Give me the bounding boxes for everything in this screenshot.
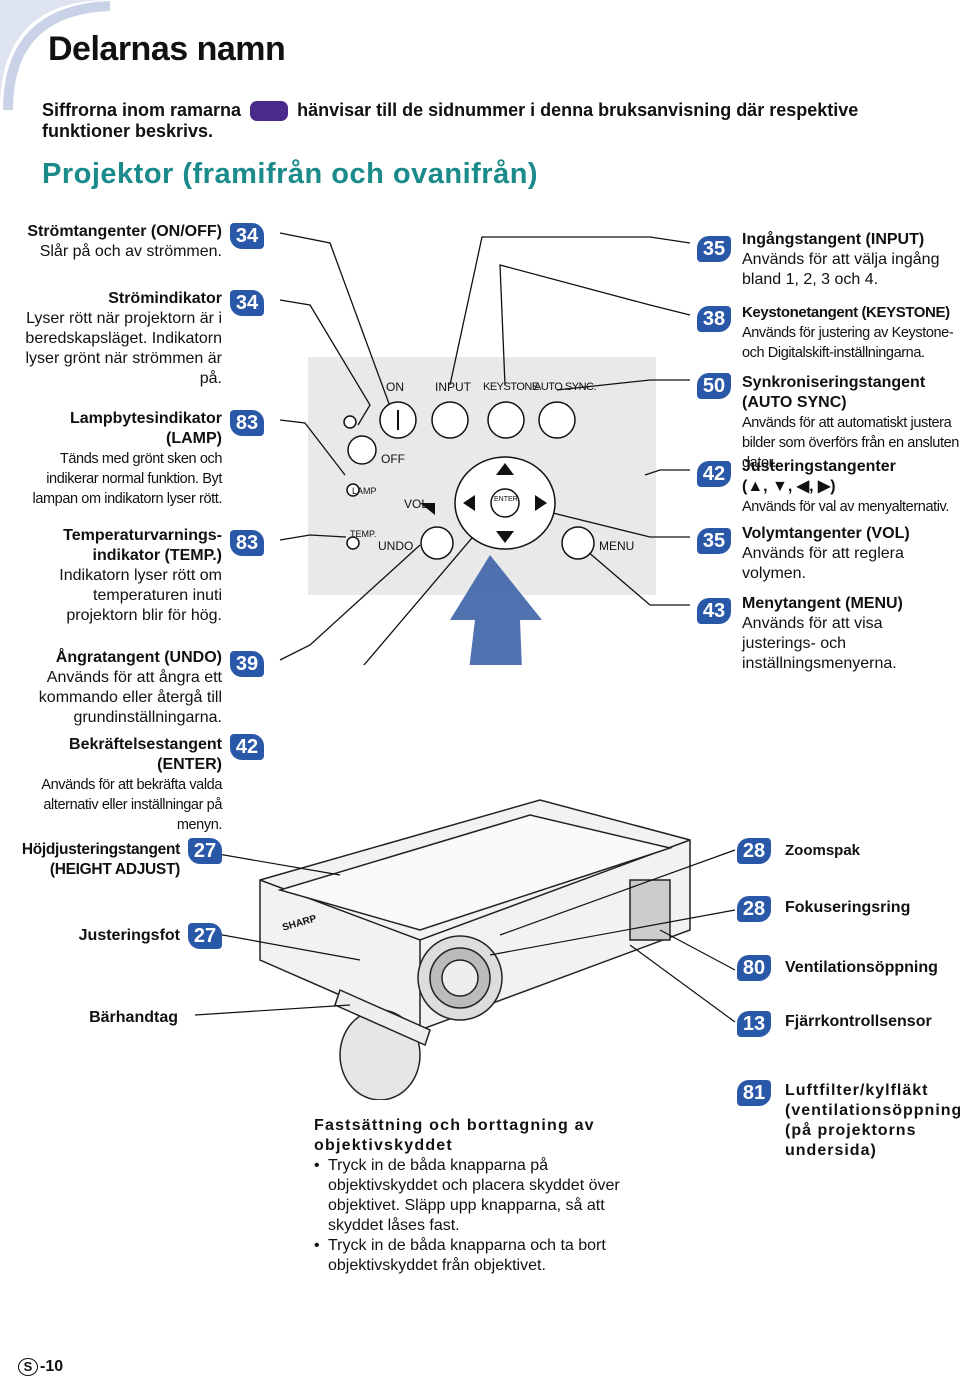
page-badge: 28 bbox=[737, 838, 771, 864]
panel-label-undo: UNDO bbox=[378, 539, 414, 553]
intro-part2: hänvisar till de sidnummer i denna bruks… bbox=[42, 100, 859, 142]
label-temp-indicator-desc: Indikatorn lyser rött om temperaturen in… bbox=[59, 567, 222, 624]
label-vent: Ventilationsöppning bbox=[785, 959, 938, 976]
panel-label-menu: MENU bbox=[599, 539, 635, 553]
label-focus-ring: Fokuseringsring bbox=[785, 899, 911, 916]
label-vol-name: Volymtangenter (VOL) bbox=[742, 525, 910, 542]
page-badge: 50 bbox=[697, 373, 731, 399]
label-input-desc: Används för att välja ingång bland 1, 2,… bbox=[742, 251, 940, 288]
intro-part1: Siffrorna inom ramarna bbox=[42, 100, 242, 120]
section-title: Projektor (framifrån och ovanifrån) bbox=[42, 158, 539, 190]
panel-label-autosync: AUTO SYNC. bbox=[534, 381, 597, 393]
panel-label-vol: VOL bbox=[404, 497, 429, 511]
page-badge: 35 bbox=[697, 236, 731, 262]
label-enter-desc: Används för att bekräfta valda alternati… bbox=[41, 777, 222, 833]
panel-label-temp: TEMP. bbox=[350, 529, 377, 539]
label-zoom-lever: Zoomspak bbox=[785, 842, 861, 859]
label-undo-name: Ångratangent (UNDO) bbox=[55, 649, 222, 666]
label-power-indicator-desc: Lyser rött när projektorn är i beredskap… bbox=[25, 310, 222, 387]
label-vol-desc: Används för att reglera volymen. bbox=[742, 545, 904, 582]
page-badge: 81 bbox=[737, 1080, 771, 1106]
page-badge: 35 bbox=[697, 528, 731, 554]
label-remote-sensor: Fjärrkontrollsensor bbox=[785, 1013, 932, 1030]
label-adjust-name: Justeringstangenter bbox=[742, 458, 896, 475]
corner-swoosh bbox=[0, 0, 111, 110]
list-item: Tryck in de båda knapparna och ta bort o… bbox=[314, 1236, 634, 1276]
page-num-value: -10 bbox=[40, 1358, 64, 1375]
label-menu-desc: Används för att visa justerings- och ins… bbox=[742, 615, 897, 672]
label-height-adjust: Höjdjusteringstangent (HEIGHT ADJUST) bbox=[21, 841, 180, 878]
label-undo-button: Ångratangent (UNDO) Används för att ångr… bbox=[20, 648, 222, 728]
label-autosync-desc: Används för att automatiskt justera bild… bbox=[742, 415, 959, 471]
label-undo-desc: Används för att ångra ett kommando eller… bbox=[38, 669, 222, 726]
page-badge: 34 bbox=[230, 223, 264, 249]
page-badge: 39 bbox=[230, 651, 264, 677]
label-keystone-button: Keystonetangent (KEYSTONE) Används för j… bbox=[742, 303, 957, 363]
label-adjust-desc: Används för val av menyalternativ. bbox=[742, 499, 949, 515]
panel-label-enter: ENTER bbox=[494, 496, 518, 503]
label-lamp-indicator-desc: Tänds med grönt sken och indikerar norma… bbox=[32, 451, 223, 507]
label-power-buttons: Strömtangenter (ON/OFF) Slår på och av s… bbox=[20, 222, 222, 262]
label-menu-button: Menytangent (MENU) Används för att visa … bbox=[742, 594, 952, 674]
page-ref-box-icon bbox=[250, 101, 289, 122]
page-badge: 42 bbox=[697, 461, 731, 487]
label-temp-indicator: Temperaturvarnings-indikator (TEMP.) Ind… bbox=[20, 526, 222, 626]
label-air-filter: Luftfilter/kylfläkt (ventilationsöppning… bbox=[785, 1082, 960, 1159]
label-lamp-indicator-name: Lampbytesindikator (LAMP) bbox=[69, 410, 222, 447]
label-enter-name: Bekräftelsestangent (ENTER) bbox=[69, 736, 222, 773]
label-lamp-indicator: Lampbytesindikator (LAMP) Tänds med grön… bbox=[20, 409, 223, 509]
label-power-indicator-name: Strömindikator bbox=[108, 290, 222, 307]
label-temp-indicator-name: Temperaturvarnings-indikator (TEMP.) bbox=[63, 527, 222, 564]
page-title: Delarnas namn bbox=[48, 30, 286, 68]
label-carry-handle: Bärhandtag bbox=[89, 1009, 178, 1026]
label-vol-buttons: Volymtangenter (VOL) Används för att reg… bbox=[742, 524, 957, 584]
panel-label-on: ON bbox=[386, 380, 404, 394]
page-badge: 80 bbox=[737, 955, 771, 981]
label-input-button: Ingångstangent (INPUT) Används för att v… bbox=[742, 230, 957, 290]
page-badge: 13 bbox=[737, 1011, 771, 1037]
list-item: Tryck in de båda knapparna på objektivsk… bbox=[314, 1156, 634, 1236]
page-badge: 38 bbox=[697, 306, 731, 332]
lens-cap-heading: Fastsättning och borttagning av objektiv… bbox=[314, 1117, 595, 1154]
panel-label-off: OFF bbox=[381, 452, 405, 466]
lens-cap-list: Tryck in de båda knapparna på objektivsk… bbox=[314, 1156, 634, 1276]
label-power-buttons-desc: Slår på och av strömmen. bbox=[39, 243, 222, 260]
intro-text: Siffrorna inom ramarna hänvisar till de … bbox=[42, 100, 942, 142]
projector-illustration bbox=[194, 799, 736, 1100]
label-keystone-name: Keystonetangent (KEYSTONE) bbox=[742, 304, 950, 321]
panel-label-lamp: LAMP bbox=[352, 486, 377, 496]
label-autosync-button: Synkroniseringstangent (AUTO SYNC) Använ… bbox=[742, 373, 960, 473]
page-badge: 28 bbox=[737, 896, 771, 922]
label-power-buttons-name: Strömtangenter (ON/OFF) bbox=[27, 223, 222, 240]
panel-label-keystone: KEYSTONE bbox=[483, 381, 539, 393]
label-adjust-buttons: Justeringstangenter (▲, ▼, ◀, ▶) Används… bbox=[742, 457, 957, 517]
page-badge: 34 bbox=[230, 290, 264, 316]
panel-label-input: INPUT bbox=[435, 380, 471, 394]
page-letter: S bbox=[18, 1358, 38, 1376]
page-badge: 83 bbox=[230, 410, 264, 436]
label-input-name: Ingångstangent (INPUT) bbox=[742, 231, 925, 248]
page-badge: 27 bbox=[188, 923, 222, 949]
lens-cap-caption: Fastsättning och borttagning av objektiv… bbox=[314, 1116, 634, 1276]
page-badge: 42 bbox=[230, 734, 264, 760]
label-autosync-name: Synkroniseringstangent (AUTO SYNC) bbox=[742, 374, 926, 411]
page-badge: 27 bbox=[188, 838, 222, 864]
label-power-indicator: Strömindikator Lyser rött när projektorn… bbox=[20, 289, 222, 389]
page-badge: 83 bbox=[230, 530, 264, 556]
label-adjust-arrows: (▲, ▼, ◀, ▶) bbox=[742, 478, 836, 495]
label-menu-name: Menytangent (MENU) bbox=[742, 595, 903, 612]
control-panel-illustration bbox=[279, 232, 691, 665]
label-adjust-foot: Justeringsfot bbox=[78, 927, 180, 944]
label-keystone-desc: Används för justering av Keystone- och D… bbox=[742, 325, 954, 361]
label-enter-button: Bekräftelsestangent (ENTER) Används för … bbox=[20, 735, 222, 835]
page-number: S-10 bbox=[18, 1358, 63, 1376]
page-badge: 43 bbox=[697, 598, 731, 624]
pointer-arrow-icon bbox=[450, 555, 542, 665]
